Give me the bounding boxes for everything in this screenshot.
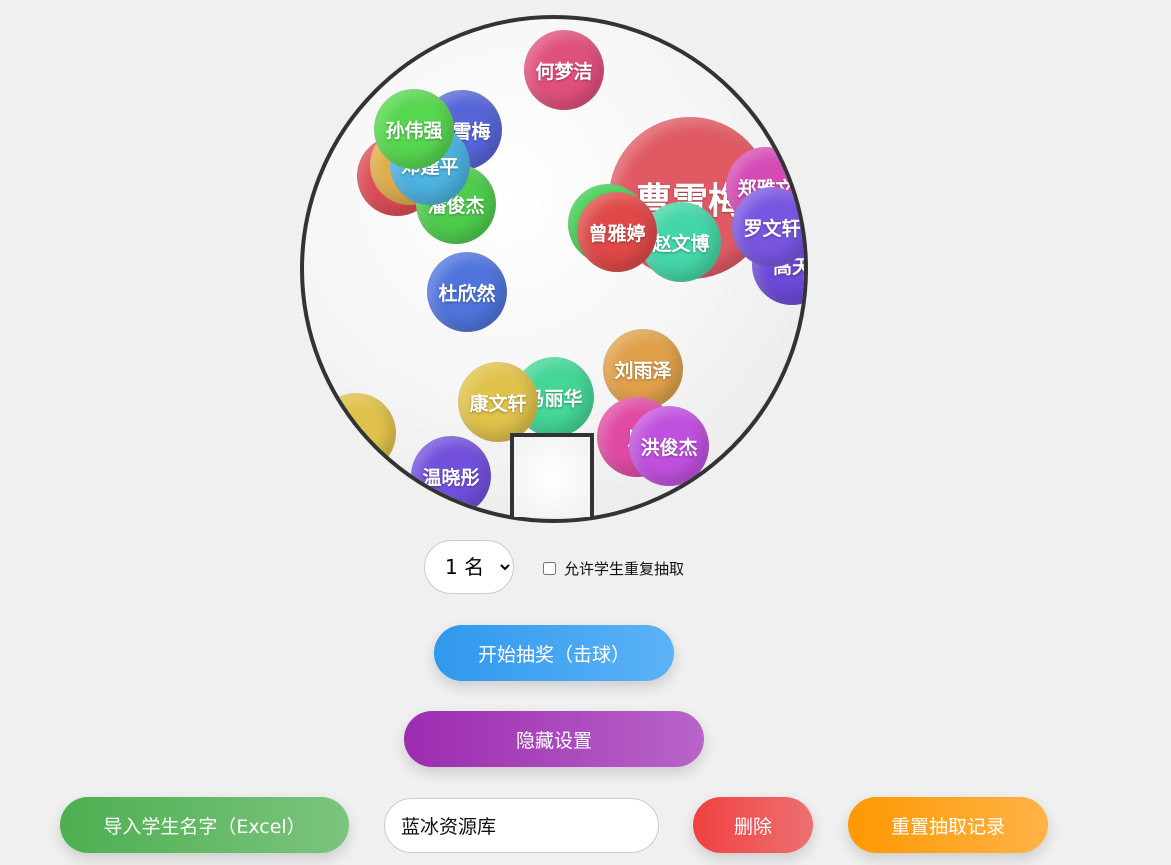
student-ball: 杜欣然 (427, 252, 507, 332)
ball-exit-chute (510, 433, 594, 517)
student-ball: 曾雅婷 (577, 192, 657, 272)
library-name-input[interactable] (384, 798, 659, 853)
student-ball: 何梦洁 (524, 30, 604, 110)
allow-repeat-label: 允许学生重复抽取 (564, 560, 685, 578)
student-ball: 温晓彤 (411, 436, 491, 516)
student-ball: 怡 (316, 393, 396, 473)
import-names-button[interactable]: 导入学生名字（Excel） (60, 797, 349, 853)
allow-repeat-row[interactable]: 允许学生重复抽取 (543, 558, 684, 579)
student-ball: 洪俊杰 (629, 406, 709, 486)
student-ball: 康文轩 (458, 362, 538, 442)
student-ball: 刘雨泽 (603, 329, 683, 409)
student-ball: 罗文轩 (732, 187, 804, 267)
draw-count-select[interactable]: 1 名 (424, 540, 514, 594)
allow-repeat-checkbox[interactable] (543, 562, 556, 575)
start-draw-button[interactable]: 开始抽奖（击球） (434, 625, 674, 681)
hide-settings-button[interactable]: 隐藏设置 (404, 711, 704, 767)
lottery-globe: 吴 郑 张雪梅 潘俊杰 邓建平 孙伟强 何梦洁 曹雪梅 郑雅文 高天 罗文轩 赵… (300, 15, 808, 523)
reset-records-button[interactable]: 重置抽取记录 (848, 797, 1048, 853)
student-ball: 孙伟强 (374, 89, 454, 169)
delete-button[interactable]: 删除 (693, 797, 813, 853)
